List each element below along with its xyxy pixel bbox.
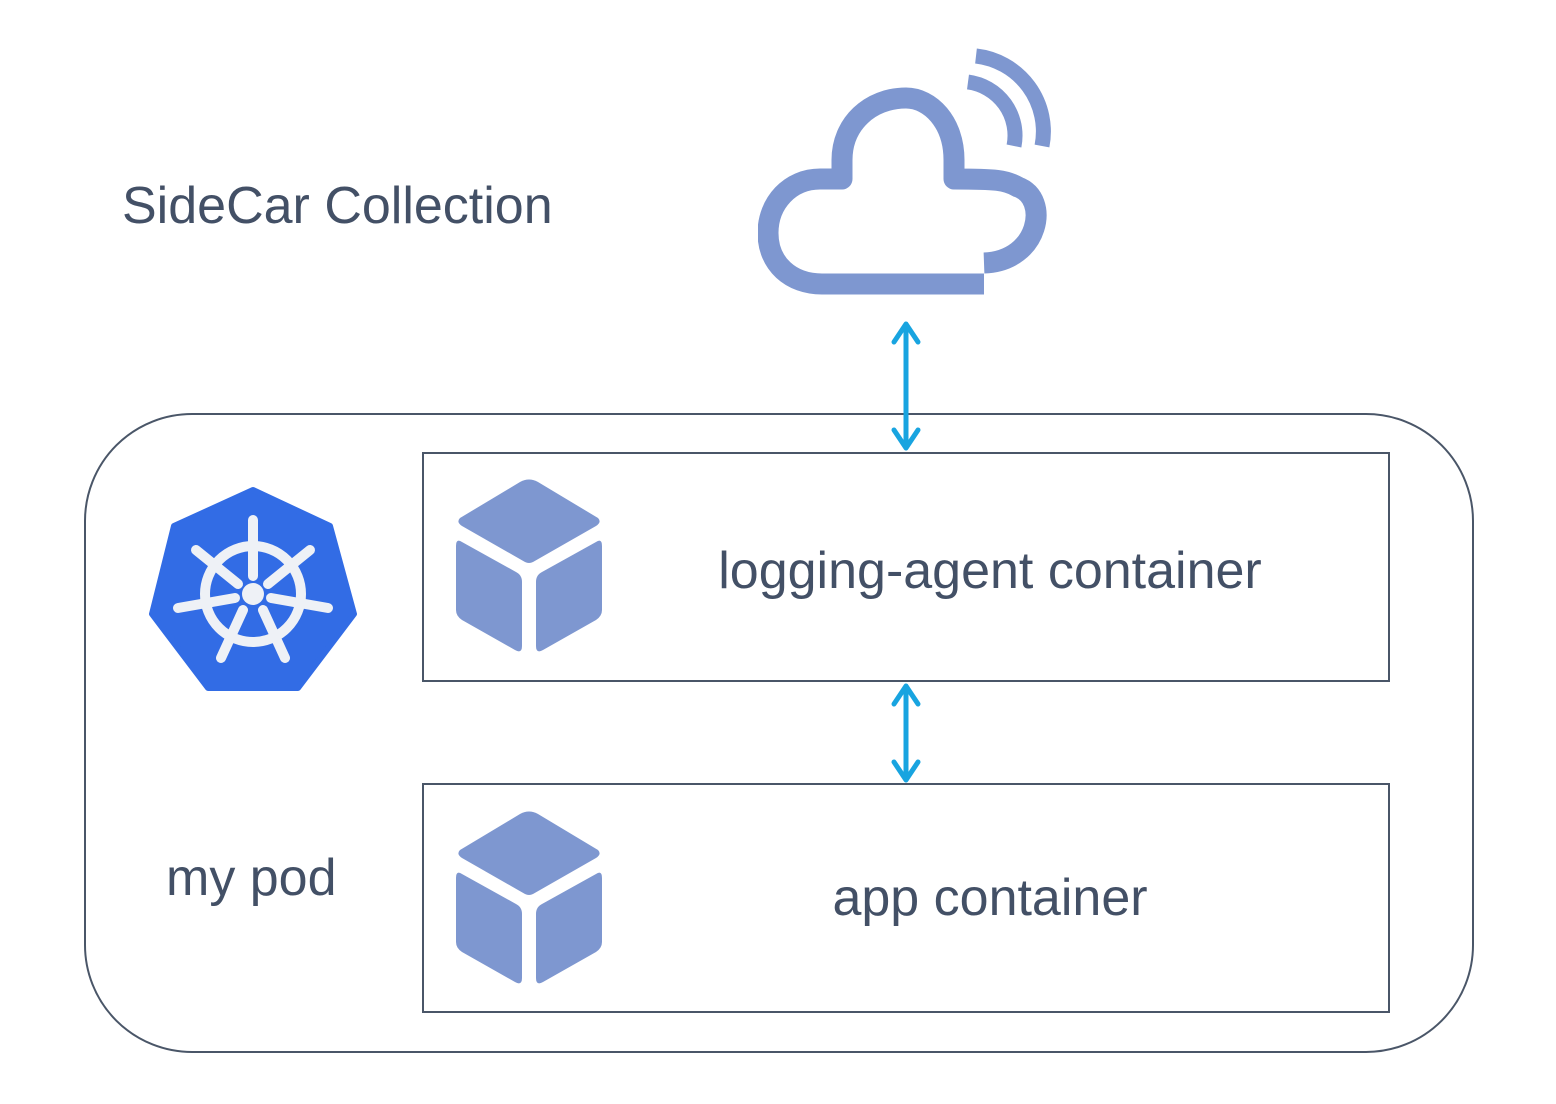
cloud-icon (758, 48, 1051, 295)
diagram-title: SideCar Collection (122, 177, 553, 235)
container-cube-icon (456, 811, 602, 984)
logging-agent-container-label: logging-agent container (718, 542, 1262, 600)
pod-boundary (84, 413, 1474, 1053)
app-container-label: app container (832, 869, 1148, 927)
kubernetes-icon (149, 487, 357, 691)
container-cube-icon (456, 479, 602, 652)
pod-label: my pod (166, 849, 337, 907)
